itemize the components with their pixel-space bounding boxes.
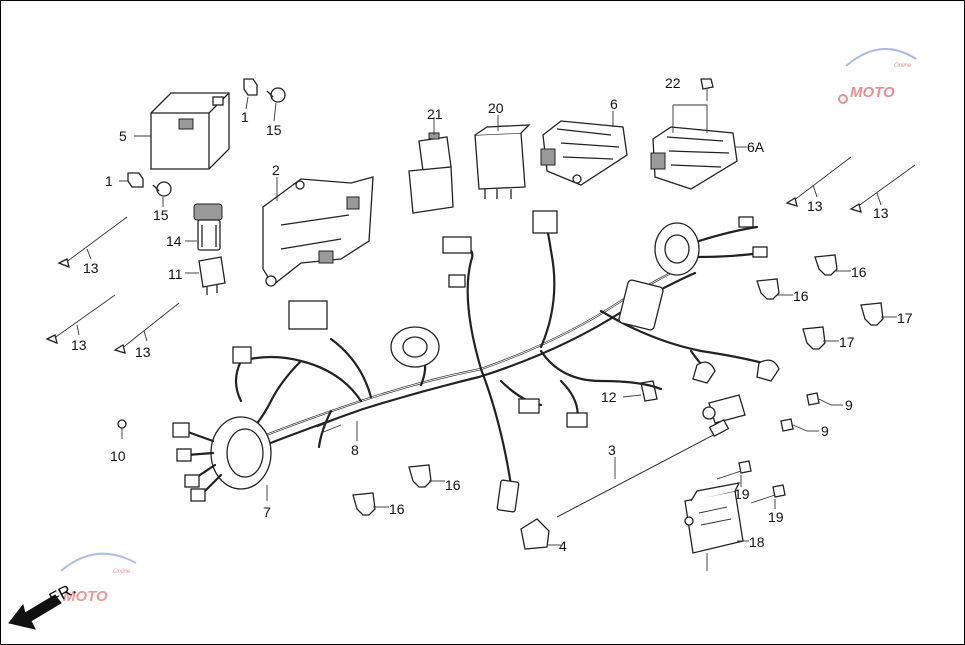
callout-15b: 15 [153, 207, 169, 223]
mounting-bracket [262, 176, 374, 287]
fuse-right-3 [860, 302, 884, 326]
watermark-logo-bottom: MOTO Online [60, 552, 137, 605]
fuse-lower-2 [352, 492, 376, 516]
callout-9b: 9 [821, 423, 829, 439]
fuse-right-1 [814, 254, 838, 276]
main-wiring-harness [232, 210, 780, 513]
sub-harness-coupler [172, 416, 272, 502]
watermark-logo-top: MOTO Online [838, 48, 917, 104]
harness-cap-right [756, 359, 780, 382]
cable-tie-left-middle [45, 294, 116, 345]
bolt-cdi-1 [716, 460, 752, 480]
fuse-lower-1 [408, 464, 432, 488]
cable-tie-right-1 [785, 156, 852, 207]
callout-6: 6 [610, 96, 618, 112]
callout-16b: 16 [793, 288, 809, 304]
cable-tie-left-top [57, 216, 128, 269]
callout-14: 14 [166, 233, 182, 249]
harness-connector-block [288, 300, 328, 330]
callout-22: 22 [665, 75, 681, 91]
fuse-right-4 [802, 326, 826, 350]
screw-small [117, 419, 127, 439]
callout-12: 12 [601, 389, 617, 405]
callout-2: 2 [272, 162, 280, 178]
harness-plug-mid [518, 398, 540, 414]
regulator-rectifier [540, 120, 628, 186]
callout-18: 18 [749, 534, 765, 550]
callout-9a: 9 [845, 397, 853, 413]
callout-1a: 1 [241, 109, 249, 125]
harness-plug-upper [532, 210, 558, 234]
callout-5: 5 [119, 128, 127, 144]
cdi-unit [684, 482, 744, 571]
battery [150, 92, 230, 170]
callout-13e: 13 [873, 205, 889, 221]
battery-nut-left [127, 172, 144, 188]
callout-17a: 17 [897, 310, 913, 326]
callout-10: 10 [110, 448, 126, 464]
harness-cap-mid [692, 361, 716, 384]
callout-13b: 13 [71, 337, 87, 353]
fuse-right-2 [756, 278, 780, 300]
callout-13a: 13 [83, 260, 99, 276]
watermark-text-bottom: MOTO [63, 588, 108, 605]
cable-tie-right-2 [849, 164, 916, 213]
callout-13d: 13 [807, 198, 823, 214]
callout-17b: 17 [839, 334, 855, 350]
callout-11: 11 [168, 266, 183, 282]
flasher-relay [474, 124, 531, 199]
regulator-rectifier-alt [650, 126, 738, 190]
regulator-bolt [672, 78, 714, 133]
callout-21: 21 [427, 106, 443, 122]
callout-6a: 6A [747, 139, 765, 155]
callout-13c: 13 [135, 344, 151, 360]
harness-plug-top [442, 236, 472, 254]
bolt-cdi-2 [750, 484, 786, 504]
harness-plug-small [448, 274, 466, 288]
callout-16c: 16 [445, 477, 461, 493]
callout-16d: 16 [389, 501, 405, 517]
battery-bolt-top [266, 87, 286, 103]
bolt-right-1 [806, 392, 832, 406]
harness-plug-mid2 [566, 412, 588, 428]
callout-20: 20 [488, 100, 504, 116]
watermark-text: MOTO [850, 84, 895, 101]
callout-1b: 1 [105, 173, 113, 189]
callout-19a: 19 [734, 486, 750, 502]
callout-4: 4 [559, 538, 567, 554]
callout-8: 8 [351, 442, 359, 458]
battery-bolt-left [152, 181, 172, 197]
harness-plug-bottom [496, 479, 520, 513]
battery-nut-top [243, 78, 258, 96]
harness-plug-left [232, 346, 252, 364]
callout-7: 7 [263, 504, 271, 520]
spark-plug-cap [520, 518, 550, 550]
small-relay [198, 256, 226, 295]
fuse-holder [193, 203, 223, 251]
watermark-subtext: Online [894, 63, 912, 69]
ignition-coil [702, 394, 746, 424]
cable-tie-left-bottom [113, 302, 180, 354]
harness-junction-box [618, 279, 664, 331]
callout-3: 3 [608, 442, 616, 458]
watermark-subtext-bottom: Online [113, 569, 131, 575]
starter-relay [408, 132, 454, 214]
bolt-right-2 [780, 418, 808, 432]
callout-15a: 15 [266, 122, 282, 138]
callout-16a: 16 [851, 264, 867, 280]
spark-plug-lead [556, 418, 730, 518]
callout-19b: 19 [768, 509, 784, 525]
